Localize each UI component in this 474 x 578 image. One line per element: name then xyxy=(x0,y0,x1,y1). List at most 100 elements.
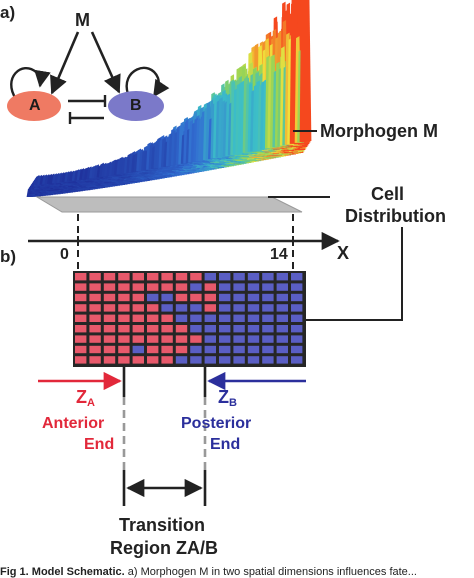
cell xyxy=(247,314,260,322)
cell xyxy=(118,345,130,354)
cell xyxy=(75,335,87,343)
morphogen-m-node-label: M xyxy=(75,10,90,30)
cell xyxy=(132,335,144,343)
cell xyxy=(276,283,288,291)
cell xyxy=(262,314,274,322)
cell xyxy=(161,273,173,281)
cell xyxy=(219,304,231,312)
cell xyxy=(276,356,288,364)
m-to-b-arrow xyxy=(90,31,121,94)
cell xyxy=(132,283,144,291)
surface-spike xyxy=(304,0,312,141)
cell xyxy=(132,273,144,281)
cell xyxy=(233,283,245,291)
cell xyxy=(276,345,288,354)
cell xyxy=(89,304,101,312)
cell xyxy=(204,356,216,364)
cell xyxy=(262,335,274,343)
cell xyxy=(103,335,116,343)
zb-label-main: Z xyxy=(218,387,229,407)
cell-plate xyxy=(35,196,303,213)
cell xyxy=(190,304,202,312)
cell xyxy=(118,356,130,364)
cell xyxy=(233,314,245,322)
cell xyxy=(75,314,87,322)
cell xyxy=(204,293,216,302)
cell xyxy=(219,293,231,302)
cell xyxy=(132,304,144,312)
posterior-label-line2: End xyxy=(210,436,241,453)
cell xyxy=(147,325,159,333)
cell xyxy=(75,283,87,291)
cell xyxy=(190,325,202,333)
morphogen-surface xyxy=(26,0,312,197)
cell xyxy=(132,356,144,364)
cell xyxy=(219,345,231,354)
cell xyxy=(276,293,288,302)
cell xyxy=(161,345,173,354)
cell xyxy=(103,345,116,354)
cell xyxy=(75,293,87,302)
cell xyxy=(175,335,188,343)
axis-x-label: X xyxy=(337,243,350,263)
a-self-activation-arrow xyxy=(10,66,51,100)
cell xyxy=(161,356,173,364)
zb-label: ZB xyxy=(218,388,237,409)
cell xyxy=(103,356,116,364)
cell xyxy=(103,304,116,312)
cell xyxy=(175,356,188,364)
cell xyxy=(75,356,87,364)
cell xyxy=(247,293,260,302)
cell xyxy=(204,335,216,343)
cell xyxy=(219,283,231,291)
cell xyxy=(118,283,130,291)
cell xyxy=(276,335,288,343)
cell xyxy=(161,335,173,343)
cell xyxy=(175,273,188,281)
gene-a-node xyxy=(7,91,61,121)
anterior-label-line2: End xyxy=(84,436,115,453)
gene-b-label: B xyxy=(130,97,142,114)
cell xyxy=(204,273,216,281)
cell xyxy=(219,356,231,364)
cell xyxy=(262,283,274,291)
cell xyxy=(75,345,87,354)
cell xyxy=(204,304,216,312)
cell xyxy=(75,273,87,281)
cell xyxy=(175,314,188,322)
cell xyxy=(89,283,101,291)
cell xyxy=(247,345,260,354)
cell xyxy=(262,356,274,364)
cell xyxy=(262,345,274,354)
cell xyxy=(291,356,303,364)
cell xyxy=(291,273,303,281)
cell xyxy=(190,273,202,281)
cell xyxy=(89,345,101,354)
cell xyxy=(247,335,260,343)
cell xyxy=(204,283,216,291)
cell xyxy=(276,314,288,322)
cell xyxy=(291,335,303,343)
cell xyxy=(204,345,216,354)
cell xyxy=(118,335,130,343)
cell xyxy=(132,293,144,302)
cell xyxy=(118,293,130,302)
cell xyxy=(276,304,288,312)
cell xyxy=(247,273,260,281)
cell xyxy=(89,314,101,322)
cell xyxy=(103,314,116,322)
cell xyxy=(103,273,116,281)
axis-start-label: 0 xyxy=(60,246,69,263)
za-label-sub: A xyxy=(87,397,95,409)
posterior-label-line1: Posterior xyxy=(181,415,252,432)
cell xyxy=(204,314,216,322)
cell xyxy=(233,345,245,354)
m-to-a-arrow xyxy=(50,31,80,95)
za-label-main: Z xyxy=(76,387,87,407)
morphogen-label: Morphogen M xyxy=(320,121,438,141)
cell xyxy=(291,325,303,333)
grid-leader-line xyxy=(306,227,403,321)
cell xyxy=(247,283,260,291)
cell xyxy=(147,293,159,302)
cell xyxy=(147,345,159,354)
